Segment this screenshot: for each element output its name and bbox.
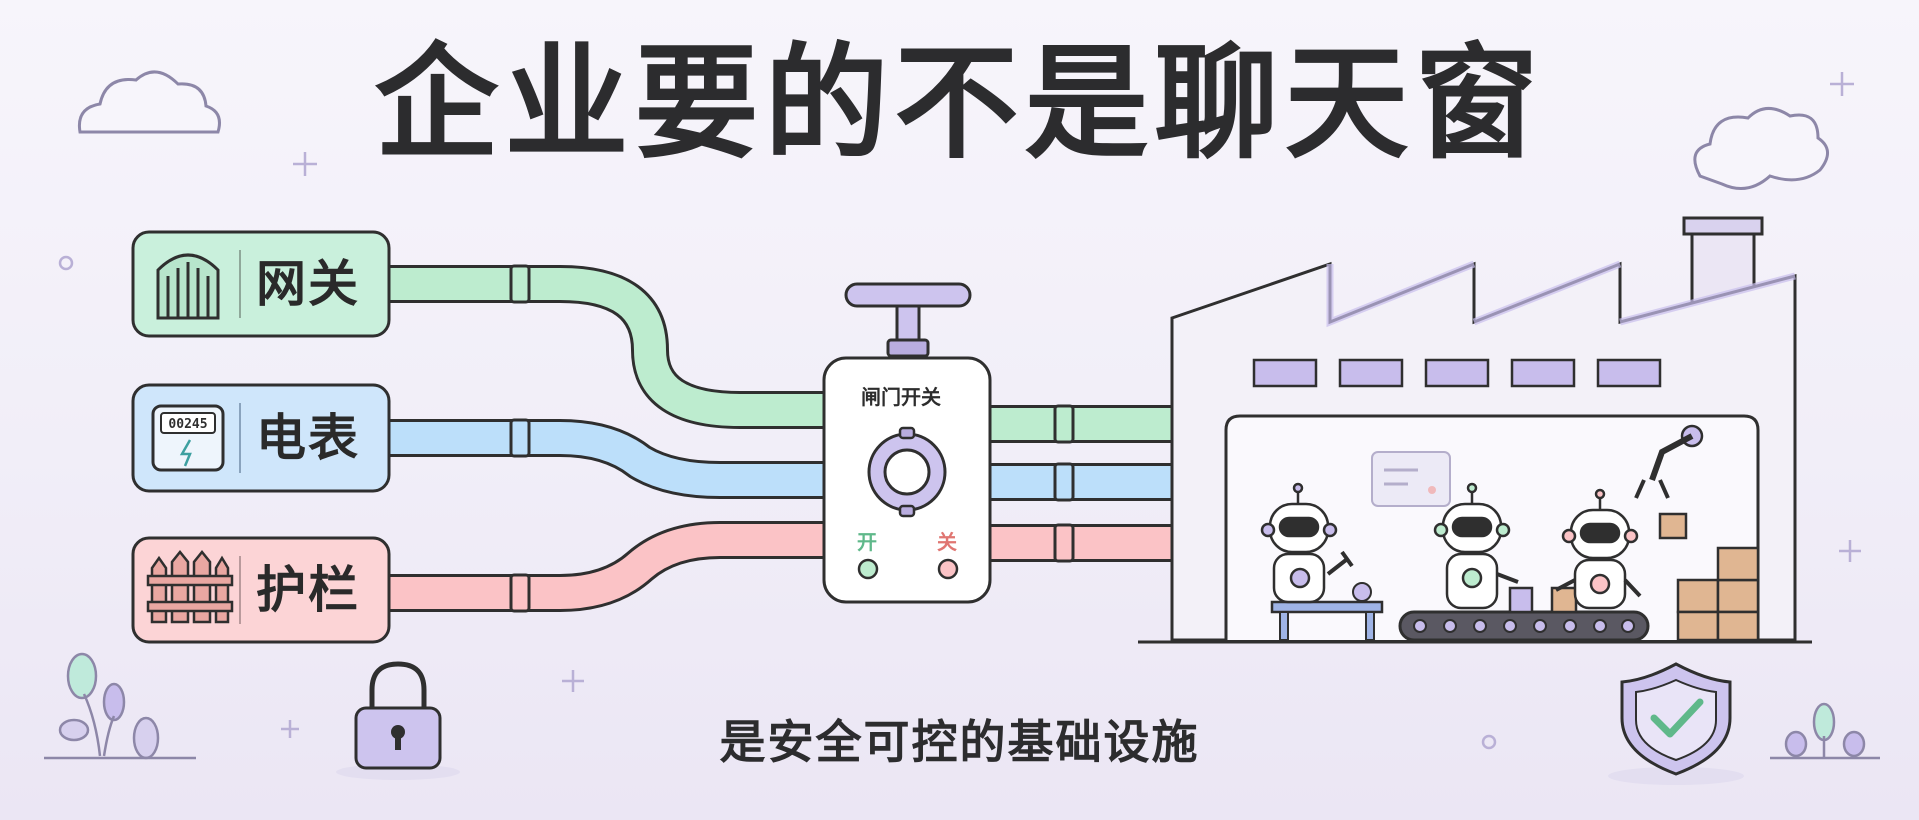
robot-icon [1433, 482, 1519, 610]
robot-icon [1260, 482, 1354, 604]
robot-arm-icon [1634, 424, 1704, 540]
plant-icon [1770, 702, 1880, 760]
screen-panel [1371, 451, 1451, 507]
lock-icon [336, 661, 460, 780]
table-workbench [1270, 582, 1384, 641]
fence-label: 护栏 [256, 561, 360, 619]
sparkle-icon [281, 72, 1861, 738]
open-indicator [857, 558, 879, 580]
meter-reading: 00245 [168, 417, 207, 432]
valve-label: 闸门开关 [861, 385, 941, 409]
gateway-label: 网关 [256, 255, 360, 313]
valve-wheel-icon [867, 426, 947, 518]
blue-pipe [380, 418, 1207, 503]
dot-icon [58, 255, 1497, 750]
factory-illustration [1138, 216, 1812, 644]
red-pipe [380, 521, 1207, 613]
electric-meter-icon: 00245 [151, 404, 225, 472]
boxes-stack [1676, 546, 1760, 642]
plant-icon [44, 652, 196, 760]
factory-windows [1252, 358, 1662, 388]
fence-box [131, 536, 391, 644]
gate-icon [156, 253, 220, 320]
close-label: 关 [937, 530, 957, 554]
shield-check-icon [1608, 662, 1744, 785]
green-pipe [380, 264, 1207, 445]
gateway-box [131, 230, 391, 338]
cloud-icon [1693, 107, 1829, 190]
robot-icon [1555, 488, 1642, 610]
page-title: 企业要的不是聊天窗 [374, 32, 1545, 176]
meter-box: 00245 [131, 383, 391, 493]
fence-icon [146, 549, 234, 624]
close-indicator [937, 558, 959, 580]
meter-label: 电表 [256, 409, 360, 467]
cloud-icon [77, 70, 221, 134]
page-subtitle: 是安全可控的基础设施 [719, 715, 1200, 769]
open-label: 开 [857, 530, 877, 554]
valve-switch [822, 282, 992, 604]
